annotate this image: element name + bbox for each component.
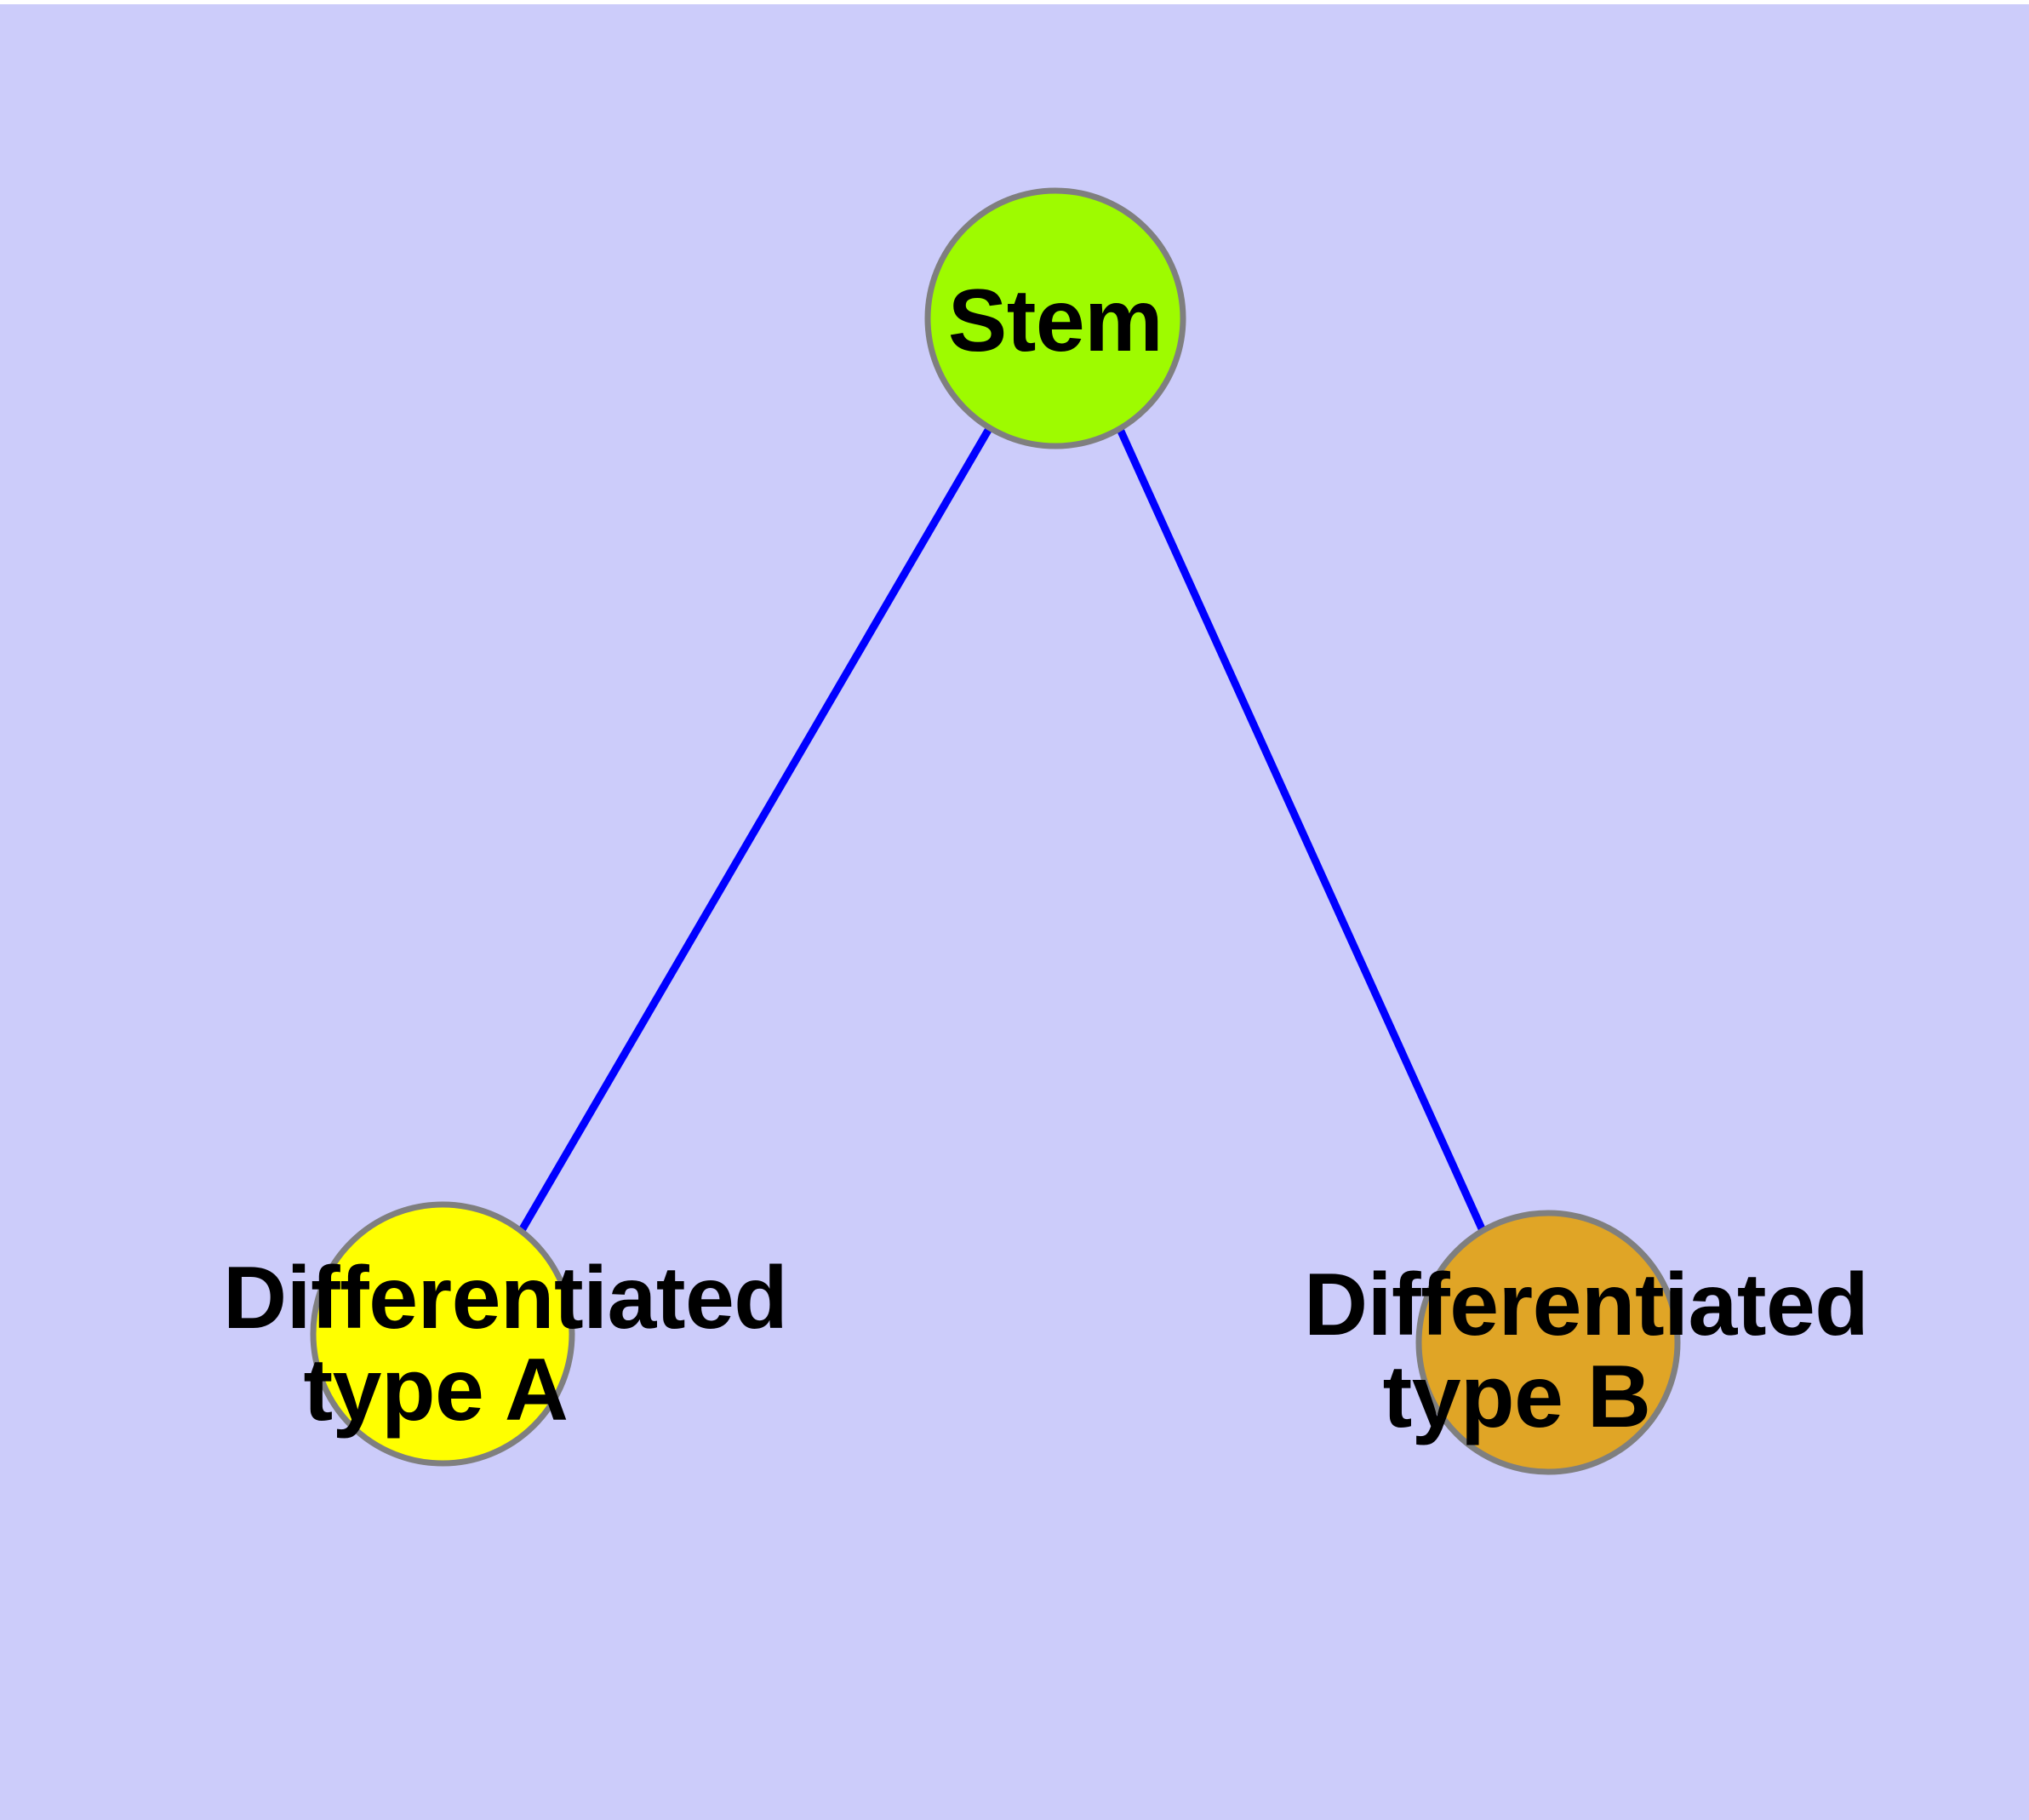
edge-layer (517, 425, 1489, 1236)
node-differentiated-type-a[interactable] (310, 1201, 575, 1467)
graph-svg (310, 187, 1681, 1475)
edge-stem-to-differentiated-type-b (1115, 426, 1489, 1236)
node-stem[interactable] (924, 187, 1186, 449)
node-differentiated-type-b[interactable] (1415, 1210, 1681, 1475)
node-layer (310, 187, 1681, 1475)
edge-stem-to-differentiated-type-a (517, 425, 993, 1234)
